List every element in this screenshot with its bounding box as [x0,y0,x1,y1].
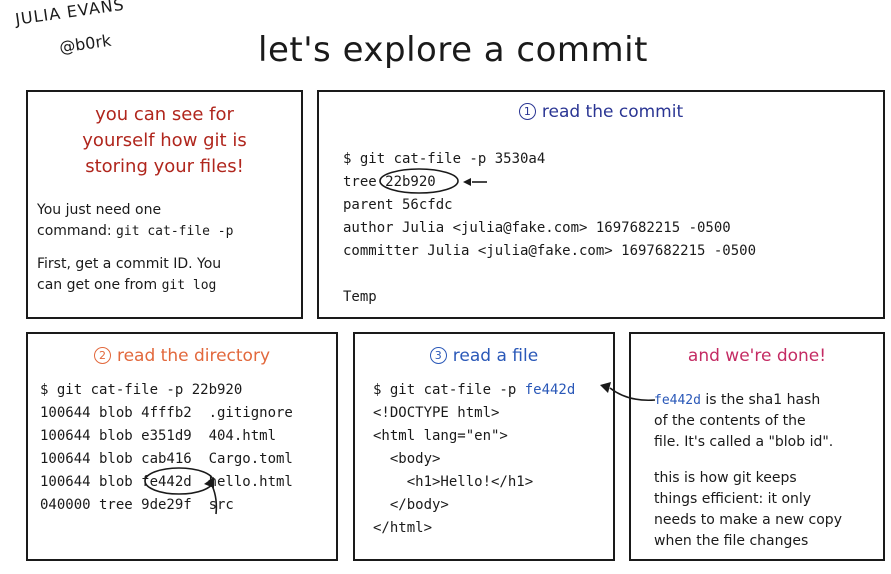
step3-command: $ git cat-file -p fe442d [373,379,575,402]
file-content-line: </body> [373,497,449,513]
intro-p2-text: can get one from [37,277,158,293]
step1-panel: 1 read the commit $ git cat-file -p 3530a… [317,90,885,319]
step1-line: parent 56cfdc [343,197,453,213]
done-note-2-line: this is how git keeps [654,470,797,486]
done-note-2-line: things efficient: it only [654,491,812,507]
file-content-line: <h1>Hello!</h1> [373,474,534,490]
hash-link-arrowhead [600,382,611,393]
blob-hash-circle-annotation [144,467,218,515]
intro-p2-line: can get one from git log [37,275,221,296]
step3-title-text: read a file [452,346,539,366]
step1-output: $ git cat-file -p 3530a4 tree 22b920 par… [343,148,756,309]
intro-p1-code: git cat-file -p [116,224,234,239]
step1-line: author Julia <julia@fake.com> 1697682215… [343,220,731,236]
step2-panel: 2 read the directory $ git cat-file -p 22… [26,332,338,561]
step1-line: tree 22b920 [343,174,436,190]
tree-hash-arrowhead [463,178,471,186]
tree-entry-row: 100644 blob 4fffb2 .gitignore [40,405,293,421]
step1-line: committer Julia <julia@fake.com> 1697682… [343,243,757,259]
file-content-line: <!DOCTYPE html> [373,405,500,421]
step3-number-icon: 3 [429,347,447,364]
intro-heading: you can see for yourself how git is stor… [28,102,301,180]
done-note-2-line: when the file changes [654,533,809,549]
done-note-hash: fe442d [654,393,701,408]
tree-entry-row: 100644 blob e351d9 404.html [40,428,277,444]
step2-title: 2 read the directory [28,346,336,366]
step1-title-text: read the commit [541,102,684,122]
step3-output: $ git cat-file -p fe442d <!DOCTYPE html>… [373,379,575,540]
step2-output: $ git cat-file -p 22b920 100644 blob 4ff… [40,379,293,517]
done-panel: and we're done! fe442d is the sha1 hash … [629,332,885,561]
intro-heading-line: you can see for [95,104,234,125]
done-title: and we're done! [687,346,827,366]
blob-hash-pointer-head [204,477,214,488]
done-note-1-line: fe442d is the sha1 hash [654,390,833,411]
page-title: let's explore a commit [258,30,648,70]
step2-title-text: read the directory [116,346,271,366]
intro-p1-text: command: [37,223,112,239]
file-content-line: </html> [373,520,433,536]
done-note-2-line: needs to make a new copy [654,512,842,528]
done-note-1-rest: is the sha1 hash [700,392,821,408]
done-note-1-line: file. It's called a "blob id". [654,434,834,450]
intro-p2-line: First, get a commit ID. You [37,256,222,272]
tree-entry-row: 040000 tree 9de29f src [40,497,234,513]
file-content-line: <html lang="en"> [373,428,508,444]
intro-paragraph-1: You just need one command: git cat-file … [37,200,233,242]
intro-panel: you can see for yourself how git is stor… [26,90,303,319]
intro-p2-code: git log [161,278,217,293]
tree-hash-circle-annotation [379,168,487,194]
step3-command-prefix: $ git cat-file -p [373,382,525,398]
intro-paragraph-2: First, get a commit ID. You can get one … [37,254,221,296]
intro-p1-line: command: git cat-file -p [37,221,233,242]
file-content-line: <body> [373,451,441,467]
step3-command-hash: fe442d [524,382,576,398]
step1-line: Temp [343,289,377,305]
step3-panel: 3 read a file $ git cat-file -p fe442d <!… [353,332,615,561]
tree-entry-row: 100644 blob cab416 Cargo.toml [40,451,293,467]
done-note-1: fe442d is the sha1 hash of the contents … [654,390,833,453]
step1-title: 1 read the commit [319,102,883,122]
step2-number-icon: 2 [93,347,111,364]
step1-line: $ git cat-file -p 3530a4 [343,151,546,167]
step2-command: $ git cat-file -p 22b920 [40,382,243,398]
tree-hash-circle [379,168,459,194]
done-note-1-line: of the contents of the [654,413,806,429]
done-note-2: this is how git keeps things efficient: … [654,468,842,552]
step1-number-icon: 1 [518,103,536,120]
intro-p1-line: You just need one [37,202,162,218]
step3-title: 3 read a file [355,346,613,366]
intro-heading-line: storing your files! [85,156,244,177]
tree-entry-row: 100644 blob fe442d hello.html [40,474,293,490]
intro-heading-line: yourself how git is [82,130,247,151]
hash-link-arrow [609,387,656,402]
